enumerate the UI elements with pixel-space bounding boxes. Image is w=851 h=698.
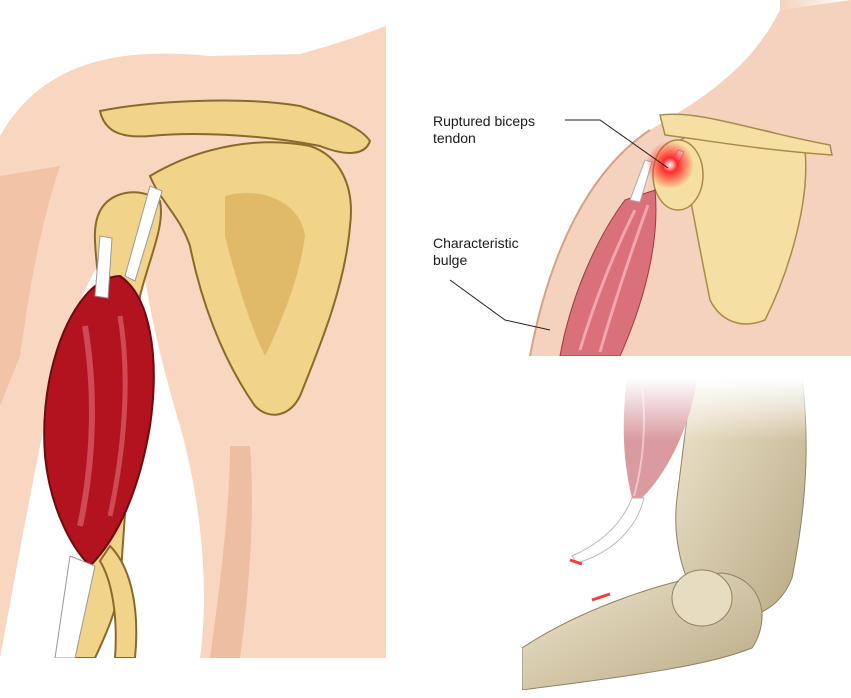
clavicle-small [659,113,833,156]
ruptured-tendon-illustration [420,0,851,356]
rupture-highlight [646,141,694,189]
biceps-cartoon-illustration [0,26,386,658]
characteristic-bulge-label: Characteristic bulge [433,235,519,268]
ruptured-tendon-label: Ruptured biceps tendon [433,113,535,146]
biceps-distal-tendon [54,555,96,658]
biceps-long-tendon [124,185,163,282]
biceps-short-tendon [94,235,113,299]
clavicle [98,99,372,154]
distal-rupture-illustration [522,378,834,690]
